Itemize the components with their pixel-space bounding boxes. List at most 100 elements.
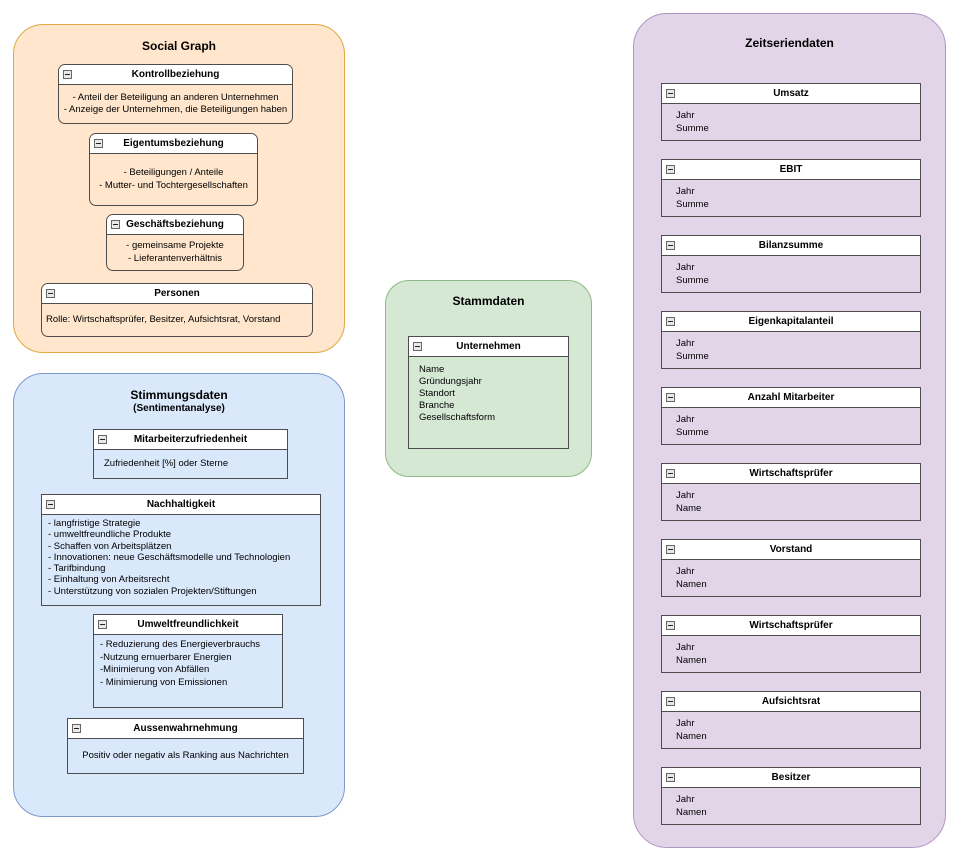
attribute-line: Summe	[676, 427, 709, 438]
entity-umsatz: Umsatz Jahr Summe	[661, 83, 921, 141]
entity-title: Geschäftsbeziehung	[126, 219, 224, 230]
entity-unternehmen: Unternehmen Name Gründungsjahr Standort …	[408, 336, 569, 449]
entity-geschaeftsbeziehung: Geschäftsbeziehung - gemeinsame Projekte…	[106, 214, 244, 271]
entity-umweltfreundlichkeit: Umweltfreundlichkeit - Reduzierung des E…	[93, 614, 283, 708]
attribute-line: - langfristige Strategie	[48, 518, 141, 529]
attribute-line: - Minimierung von Emissionen	[100, 676, 228, 688]
collapse-icon[interactable]	[666, 621, 675, 630]
entity-body: - Anteil der Beteiligung an anderen Unte…	[59, 85, 292, 123]
entity-body: - gemeinsame Projekte - Lieferantenverhä…	[107, 235, 243, 270]
collapse-icon[interactable]	[666, 317, 675, 326]
entity-kontrollbeziehung: Kontrollbeziehung - Anteil der Beteiligu…	[58, 64, 293, 124]
attribute-line: -Minimierung von Abfällen	[100, 664, 210, 675]
entity-mitarbeiterzufriedenheit: Mitarbeiterzufriedenheit Zufriedenheit […	[93, 429, 288, 479]
entity-anzahl-mitarbeiter: Anzahl Mitarbeiter Jahr Summe	[661, 387, 921, 445]
entity-nachhaltigkeit: Nachhaltigkeit - langfristige Strategie …	[41, 494, 321, 606]
attribute-line: Jahr	[676, 490, 695, 501]
attribute-line: - Lieferantenverhältnis	[128, 252, 222, 264]
attribute-line: Jahr	[676, 718, 695, 729]
collapse-icon[interactable]	[46, 289, 55, 298]
attribute-line: - Unterstützung von sozialen Projekten/S…	[48, 585, 257, 597]
entity-personen: Personen Rolle: Wirtschaftsprüfer, Besit…	[41, 283, 313, 337]
collapse-icon[interactable]	[666, 241, 675, 250]
attribute-line: Summe	[676, 123, 709, 134]
collapse-icon[interactable]	[666, 89, 675, 98]
entity-body: Positiv oder negativ als Ranking aus Nac…	[68, 739, 303, 773]
attribute-line: Jahr	[676, 186, 695, 197]
attribute-line: Summe	[676, 351, 709, 362]
collapse-icon[interactable]	[72, 724, 81, 733]
entity-header: EBIT	[662, 160, 920, 180]
collapse-icon[interactable]	[46, 500, 55, 509]
attribute-line: - gemeinsame Projekte	[126, 240, 224, 251]
collapse-icon[interactable]	[94, 139, 103, 148]
entity-title: Bilanzsumme	[758, 240, 824, 251]
container-subtitle-sentimentanalyse: (Sentimentanalyse)	[133, 403, 225, 414]
entity-title: Umsatz	[773, 88, 809, 99]
entity-eigenkapitalanteil: Eigenkapitalanteil Jahr Summe	[661, 311, 921, 369]
collapse-icon[interactable]	[98, 435, 107, 444]
collapse-icon[interactable]	[413, 342, 422, 351]
entity-aufsichtsrat: Aufsichtsrat Jahr Namen	[661, 691, 921, 749]
entity-wirtschaftspruefer-1: Wirtschaftsprüfer Jahr Name	[661, 463, 921, 521]
attribute-line: - Reduzierung des Energieverbrauchs	[100, 639, 261, 650]
collapse-icon[interactable]	[98, 620, 107, 629]
entity-body: Jahr Namen	[662, 712, 920, 748]
attribute-line: -Nutzung ernuerbarer Energien	[100, 651, 232, 663]
collapse-icon[interactable]	[666, 165, 675, 174]
attribute-line: Name	[419, 364, 445, 375]
entity-header: Aufsichtsrat	[662, 692, 920, 712]
collapse-icon[interactable]	[63, 70, 72, 79]
entity-title: Nachhaltigkeit	[146, 499, 216, 510]
attribute-line: - Anzeige der Unternehmen, die Beteiligu…	[63, 104, 288, 115]
attribute-line: - umweltfreundliche Produkte	[48, 529, 172, 541]
entity-title: Eigenkapitalanteil	[748, 316, 834, 327]
entity-header: Nachhaltigkeit	[42, 495, 320, 515]
entity-vorstand: Vorstand Jahr Namen	[661, 539, 921, 597]
entity-header: Umweltfreundlichkeit	[94, 615, 282, 635]
entity-body: Jahr Name	[662, 484, 920, 520]
entity-title: Besitzer	[771, 772, 811, 783]
entity-title: Kontrollbeziehung	[131, 69, 220, 80]
entity-header: Besitzer	[662, 768, 920, 788]
entity-title: Aussenwahrnehmung	[133, 723, 238, 734]
entity-header: Aussenwahrnehmung	[68, 719, 303, 739]
collapse-icon[interactable]	[666, 697, 675, 706]
collapse-icon[interactable]	[666, 393, 675, 402]
collapse-icon[interactable]	[666, 469, 675, 478]
collapse-icon[interactable]	[111, 220, 120, 229]
attribute-line: - Anteil der Beteiligung an anderen Unte…	[72, 91, 279, 103]
attribute-line: Namen	[676, 807, 707, 818]
collapse-icon[interactable]	[666, 773, 675, 782]
entity-eigentumsbeziehung: Eigentumsbeziehung - Beteiligungen / Ant…	[89, 133, 258, 206]
container-title-stimmungsdaten: Stimmungsdaten	[130, 388, 228, 402]
entity-body: Rolle: Wirtschaftsprüfer, Besitzer, Aufs…	[42, 304, 312, 336]
container-title-stammdaten: Stammdaten	[452, 294, 525, 308]
entity-body: - Reduzierung des Energieverbrauchs -Nut…	[94, 635, 282, 707]
entity-title: EBIT	[779, 164, 803, 175]
attribute-line: Jahr	[676, 794, 695, 805]
entity-title: Eigentumsbeziehung	[123, 138, 224, 149]
entity-body: Jahr Summe	[662, 408, 920, 444]
entity-title: Vorstand	[769, 544, 813, 555]
container-stimmungsdaten: Stimmungsdaten (Sentimentanalyse) Mitarb…	[13, 373, 345, 817]
attribute-line: - Beteiligungen / Anteile	[123, 167, 224, 178]
entity-header: Vorstand	[662, 540, 920, 560]
attribute-line: - Schaffen von Arbeitsplätzen	[48, 540, 172, 552]
entity-body: Jahr Namen	[662, 636, 920, 672]
entity-header: Unternehmen	[409, 337, 568, 357]
entity-header: Kontrollbeziehung	[59, 65, 292, 85]
entity-title: Unternehmen	[456, 341, 521, 352]
entity-body: Jahr Summe	[662, 180, 920, 216]
attribute-line: Zufriedenheit [%] oder Sterne	[104, 457, 229, 469]
attribute-line: - Tarifbindung	[48, 563, 106, 575]
entity-header: Wirtschaftsprüfer	[662, 464, 920, 484]
entity-body: Jahr Namen	[662, 788, 920, 824]
entity-body: Zufriedenheit [%] oder Sterne	[94, 450, 287, 478]
collapse-icon[interactable]	[666, 545, 675, 554]
attribute-line: Namen	[676, 655, 707, 666]
entity-ebit: EBIT Jahr Summe	[661, 159, 921, 217]
attribute-line: Branche	[419, 400, 455, 411]
attribute-line: Gesellschaftsform	[419, 412, 496, 423]
entity-header: Umsatz	[662, 84, 920, 104]
